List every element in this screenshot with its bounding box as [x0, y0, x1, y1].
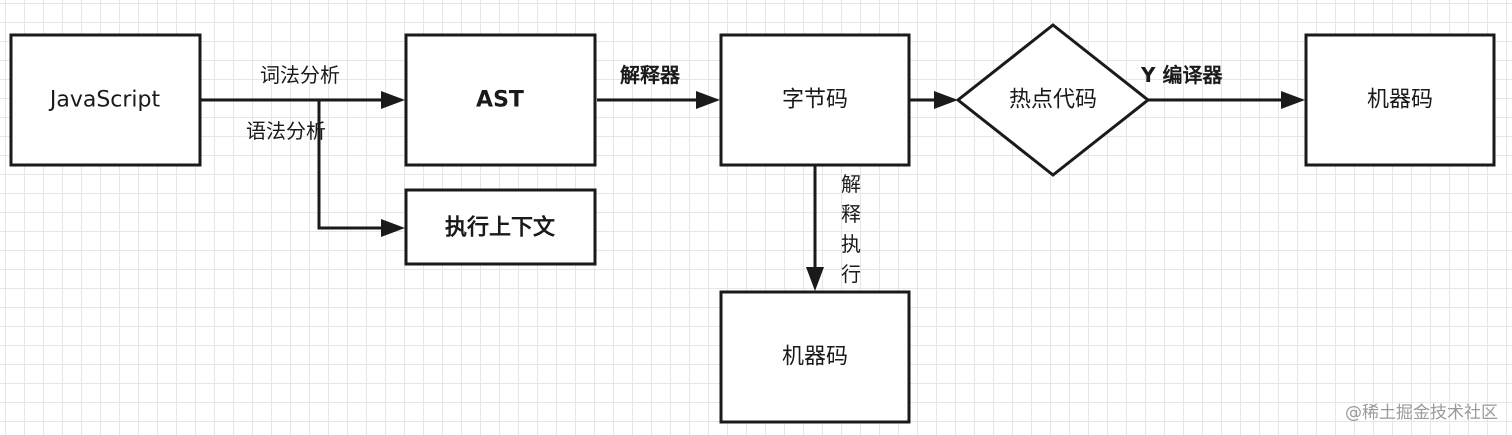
node-machine-code-bottom-label: 机器码 [782, 345, 848, 370]
label-interpret-execute-char: 解 [841, 172, 861, 196]
label-interpret-execute: 解 释 执 行 [841, 172, 861, 286]
node-execution-context-label: 执行上下文 [445, 215, 556, 241]
arrowhead-bytecode [696, 91, 720, 109]
node-machine-code-right: 机器码 [1304, 33, 1496, 167]
node-bytecode-box [719, 33, 911, 167]
label-syntax-analysis: 语法分析 [246, 119, 326, 143]
node-javascript-label: JavaScript [48, 88, 161, 113]
label-compiler: Y 编译器 [1140, 63, 1223, 87]
node-hot-code-label: 热点代码 [1009, 88, 1097, 113]
node-execution-context: 执行上下文 [404, 188, 597, 266]
label-interpreter: 解释器 [620, 63, 681, 87]
node-hot-code-diamond [955, 23, 1151, 177]
arrowhead-machine-code-right [1281, 91, 1305, 109]
node-machine-code-bottom: 机器码 [719, 290, 911, 424]
label-interpret-execute-char: 行 [841, 262, 861, 286]
node-javascript: JavaScript [9, 33, 202, 167]
arrowhead-ast [381, 91, 405, 109]
watermark: @稀土掘金技术社区 [1345, 403, 1498, 423]
node-ast-label: AST [476, 88, 524, 113]
node-javascript-box [9, 33, 202, 167]
node-machine-code-right-box [1304, 33, 1496, 167]
arrowhead-machine-code-bottom [806, 267, 824, 291]
label-interpret-execute-char: 执 [841, 232, 861, 256]
node-ast: AST [404, 33, 597, 167]
edges [201, 91, 1305, 291]
node-machine-code-right-label: 机器码 [1367, 88, 1433, 113]
node-hot-code: 热点代码 [955, 23, 1151, 177]
node-execution-context-box [404, 188, 597, 266]
node-ast-box [404, 33, 597, 167]
label-interpret-execute-char: 释 [841, 202, 861, 226]
label-lexical-analysis: 词法分析 [260, 63, 340, 87]
arrowhead-execution-context [381, 219, 405, 237]
node-bytecode: 字节码 [719, 33, 911, 167]
node-bytecode-label: 字节码 [782, 88, 848, 113]
arrowhead-hotcode [934, 91, 958, 109]
edge-to-execution-context [317, 100, 385, 230]
node-machine-code-bottom-box [719, 290, 911, 424]
